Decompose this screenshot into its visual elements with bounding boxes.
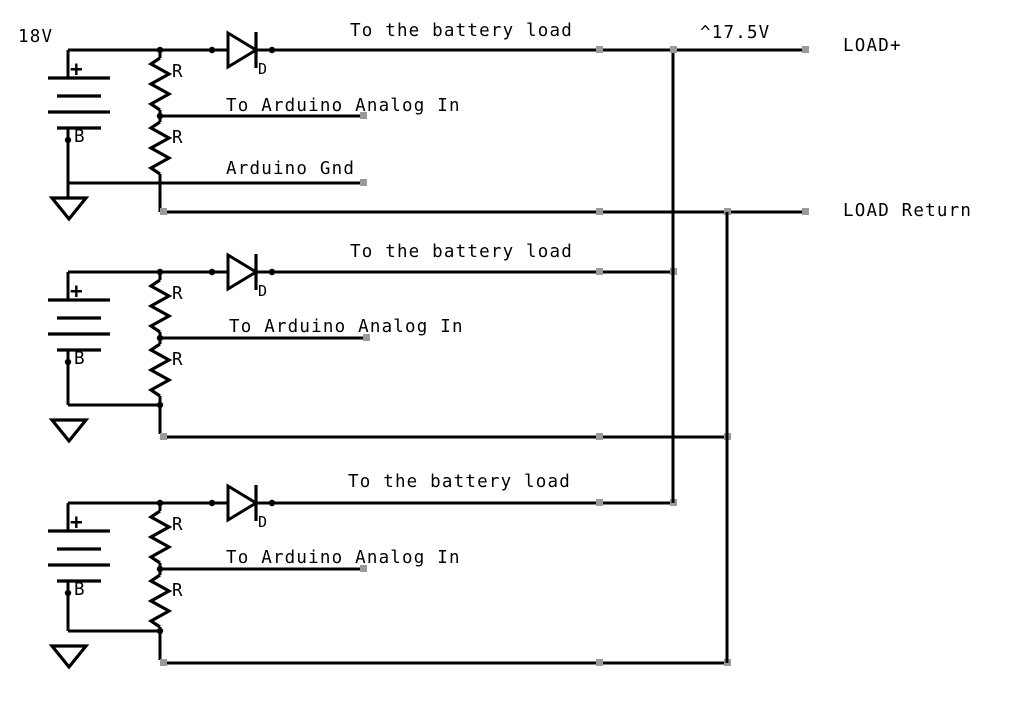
- ground-triangle-3: [48, 644, 90, 670]
- load-return-end-terminal: [802, 208, 809, 215]
- section2-load-mid-terminal: [596, 268, 603, 275]
- resistor-zigzag-1-top: [147, 56, 173, 112]
- battery3-negative-node: [64, 589, 72, 597]
- diode-label-1: D: [258, 60, 268, 78]
- analog-in-label-3: To Arduino Analog In: [226, 548, 461, 568]
- analog-in-label-1: To Arduino Analog In: [226, 96, 461, 116]
- diode1-triangle: [226, 30, 259, 70]
- divider2-bottom-node: [156, 401, 164, 409]
- resistor-divider-1: [147, 46, 173, 212]
- analog-in-terminal-1: [360, 112, 367, 119]
- section3-return-mid-terminal: [596, 659, 603, 666]
- battery-load-label-2: To the battery load: [350, 242, 573, 262]
- diode-symbol-3: [160, 483, 276, 523]
- diode-label-3: D: [258, 513, 268, 531]
- load-return-bus-terminal: [724, 208, 731, 215]
- battery-load-label-3: To the battery load: [348, 472, 571, 492]
- battery-symbol-3: [48, 515, 110, 631]
- section2-return-mid-terminal: [596, 433, 603, 440]
- resistor-label-3-bottom: R: [172, 581, 184, 601]
- diode3-triangle: [226, 483, 259, 523]
- load-positive-label: LOAD+: [843, 36, 902, 56]
- diode2-anode-node: [208, 268, 216, 276]
- resistor-label-2-bottom: R: [172, 350, 184, 370]
- load-return-label: LOAD Return: [843, 201, 972, 221]
- battery-polarity-label-1: +: [70, 57, 83, 81]
- divider3-bottom-node: [156, 627, 164, 635]
- battery-ref-label-3: B: [74, 580, 86, 600]
- section2-return-left-terminal: [160, 433, 167, 440]
- diode-label-2: D: [258, 282, 268, 300]
- diode3-anode-node: [208, 499, 216, 507]
- resistor-zigzag-2-bottom: [147, 342, 173, 398]
- source-voltage-label: 18V: [18, 27, 53, 47]
- battery-polarity-label-3: +: [70, 510, 83, 534]
- resistor-divider-2: [147, 268, 173, 434]
- arduino-gnd-terminal: [360, 179, 367, 186]
- ground-symbol-3: [48, 644, 90, 670]
- diode-symbol-2: [160, 252, 276, 292]
- ground-triangle-1: [48, 196, 90, 222]
- section3-load-mid-terminal: [596, 499, 603, 506]
- diode1-anode-node: [208, 46, 216, 54]
- battery-symbol-1: [48, 62, 110, 198]
- battery-section-1: + B 18V R R D T: [18, 21, 809, 222]
- arduino-gnd-label: Arduino Gnd: [226, 159, 355, 179]
- ground-symbol-2: [48, 418, 90, 444]
- load-return-bus: LOAD Return: [725, 201, 972, 663]
- section1-return-mid-terminal: [596, 208, 603, 215]
- resistor-zigzag-2-top: [147, 278, 173, 334]
- battery-negative-node: [64, 136, 72, 144]
- battery-section-3: + B R R D To the battery loa: [48, 472, 731, 670]
- ground-triangle-2: [48, 418, 90, 444]
- analog-in-terminal-3: [360, 565, 367, 572]
- bus-voltage-label: ^17.5V: [700, 23, 770, 43]
- resistor-label-2-top: R: [172, 284, 184, 304]
- ground-symbol-1: [48, 196, 90, 222]
- battery-load-label-1: To the battery load: [350, 21, 573, 41]
- positive-bus-top-terminal: [670, 46, 677, 53]
- load-positive-terminal: [802, 46, 809, 53]
- load-positive-bus: ^17.5V LOAD+: [670, 23, 902, 503]
- resistor-zigzag-1-bottom: [147, 120, 173, 176]
- battery-ref-label-2: B: [74, 349, 86, 369]
- analog-in-label-2: To Arduino Analog In: [229, 317, 464, 337]
- battery-polarity-label-2: +: [70, 279, 83, 303]
- battery-ref-label-1: B: [74, 127, 86, 147]
- resistor-label-1-bottom: R: [172, 128, 184, 148]
- diode2-triangle: [226, 252, 259, 292]
- resistor-zigzag-3-top: [147, 509, 173, 565]
- section1-load-wire-terminal: [596, 46, 603, 53]
- section3-return-left-terminal: [160, 659, 167, 666]
- battery2-negative-node: [64, 358, 72, 366]
- resistor-label-1-top: R: [172, 62, 184, 82]
- resistor-label-3-top: R: [172, 515, 184, 535]
- resistor-zigzag-3-bottom: [147, 573, 173, 629]
- resistor-divider-3: [147, 499, 173, 660]
- battery-section-2: + B R R D To the battery loa: [48, 242, 731, 444]
- analog-in-terminal-2: [363, 334, 370, 341]
- battery-symbol-2: [48, 284, 110, 405]
- section1-return-left-terminal: [160, 208, 167, 215]
